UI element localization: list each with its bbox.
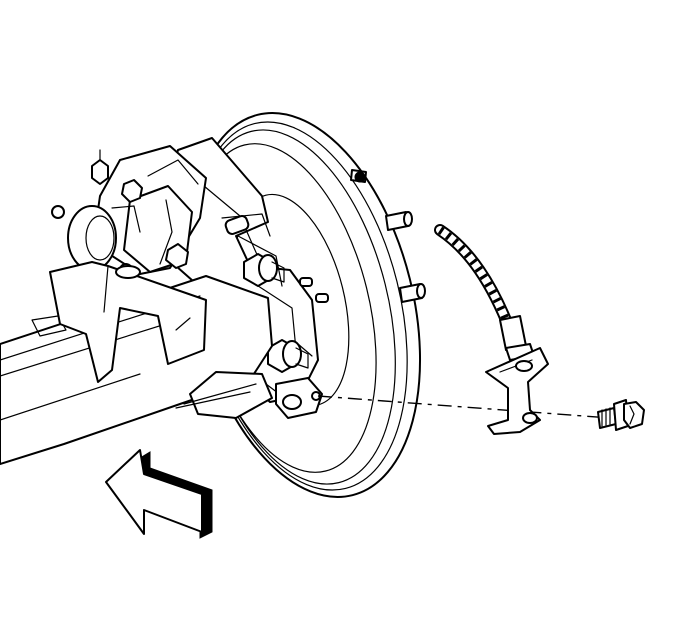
bracket-plate (485, 347, 549, 435)
brake-hose (434, 224, 535, 361)
saddle-edge (175, 317, 191, 331)
saddle-edge (103, 265, 109, 313)
axle-vent (31, 315, 67, 337)
bracket-slot (224, 215, 250, 235)
axle-housing (0, 261, 273, 465)
knuckle-rib (251, 281, 297, 351)
bolt-head-edge (629, 405, 635, 425)
mount-bolt-hole (282, 394, 302, 410)
bracket-bolt-hole (522, 412, 538, 424)
wheel-stud (399, 283, 426, 303)
bracket-bolt-lower (267, 339, 309, 373)
caliper-edge (159, 199, 173, 265)
caliper-pin-bolt (121, 179, 143, 203)
wheel-stud (350, 169, 367, 183)
bolt-threads (601, 407, 611, 427)
knuckle-rib (221, 213, 271, 237)
caliper-edge (111, 205, 141, 233)
bracket-tab (315, 293, 329, 303)
bracket-clip (515, 360, 533, 372)
wheel-stud (385, 211, 413, 231)
bracket-bolt-upper (243, 253, 285, 287)
saddle-hole (115, 265, 141, 279)
bolt-shank (597, 407, 617, 429)
front-direction-arrow (105, 449, 213, 539)
knuckle-rib (297, 343, 313, 357)
caliper (51, 145, 207, 277)
caliper-fitting (51, 205, 65, 219)
hose-bracket (485, 347, 549, 435)
hose-ribs (437, 226, 514, 332)
hose-bracket-mount (175, 371, 323, 419)
caliper-edge (147, 159, 199, 185)
bleeder-screw (91, 149, 109, 185)
knuckle-rib (237, 235, 283, 287)
bracket-bolt (597, 399, 645, 431)
caliper-piston (67, 205, 117, 271)
arrow-face (105, 449, 203, 535)
alignment-leader-line (317, 395, 611, 419)
piston-bore (85, 215, 115, 261)
caliper-pin-bolt (165, 243, 189, 269)
wheel-studs (350, 169, 426, 303)
mount-edge (183, 383, 257, 405)
mount-edge (175, 391, 251, 409)
bracket-bolts (243, 253, 309, 373)
bracket-tab (299, 277, 313, 287)
mount-pad (189, 371, 273, 419)
axle-highlight (0, 373, 141, 421)
